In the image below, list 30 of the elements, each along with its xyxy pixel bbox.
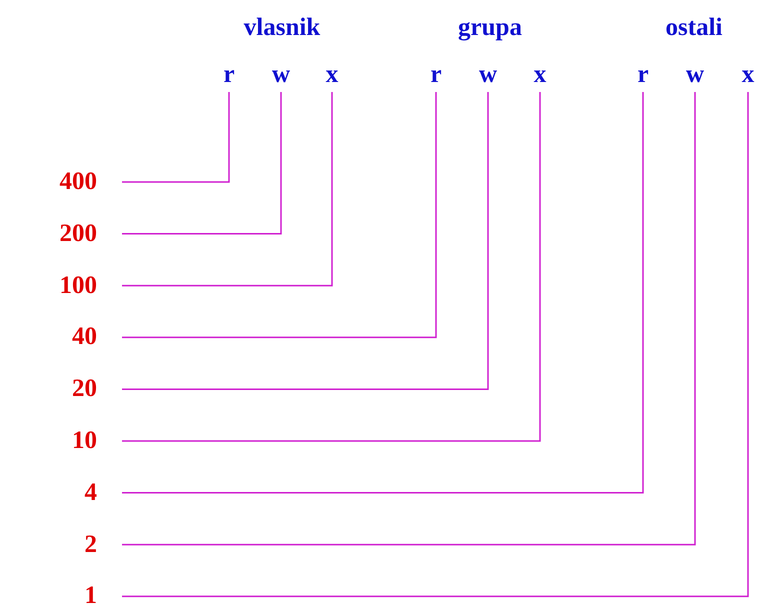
octal-value: 20 <box>72 375 97 404</box>
permission-letter: r <box>637 62 649 88</box>
octal-value: 10 <box>72 427 97 455</box>
connector-line <box>122 92 644 494</box>
connector-line <box>122 92 230 183</box>
octal-value: 4 <box>84 478 97 507</box>
octal-value: 200 <box>60 220 97 248</box>
connector-line <box>122 92 749 598</box>
permission-letter: w <box>272 62 290 88</box>
connector-line <box>122 92 282 235</box>
permission-letter: w <box>686 62 704 88</box>
permission-letter: w <box>478 62 498 88</box>
connector-line <box>122 92 333 286</box>
column-heading: vlasnik <box>244 14 320 42</box>
octal-value: 400 <box>60 168 97 196</box>
connector-line <box>122 92 541 442</box>
connector-line <box>122 92 437 338</box>
permission-letter: r <box>430 62 442 88</box>
connector-line <box>122 92 696 546</box>
permission-letter: x <box>326 62 338 88</box>
permission-letter: r <box>223 62 235 88</box>
column-heading: ostali <box>666 14 722 42</box>
octal-value: 100 <box>60 272 97 300</box>
column-heading: grupa <box>458 14 522 42</box>
octal-value: 2 <box>84 530 97 559</box>
connector-line <box>122 92 489 390</box>
octal-value: 40 <box>72 323 97 352</box>
permission-letter: x <box>534 62 546 88</box>
permission-letter: x <box>742 62 754 88</box>
octal-value: 1 <box>84 582 97 610</box>
